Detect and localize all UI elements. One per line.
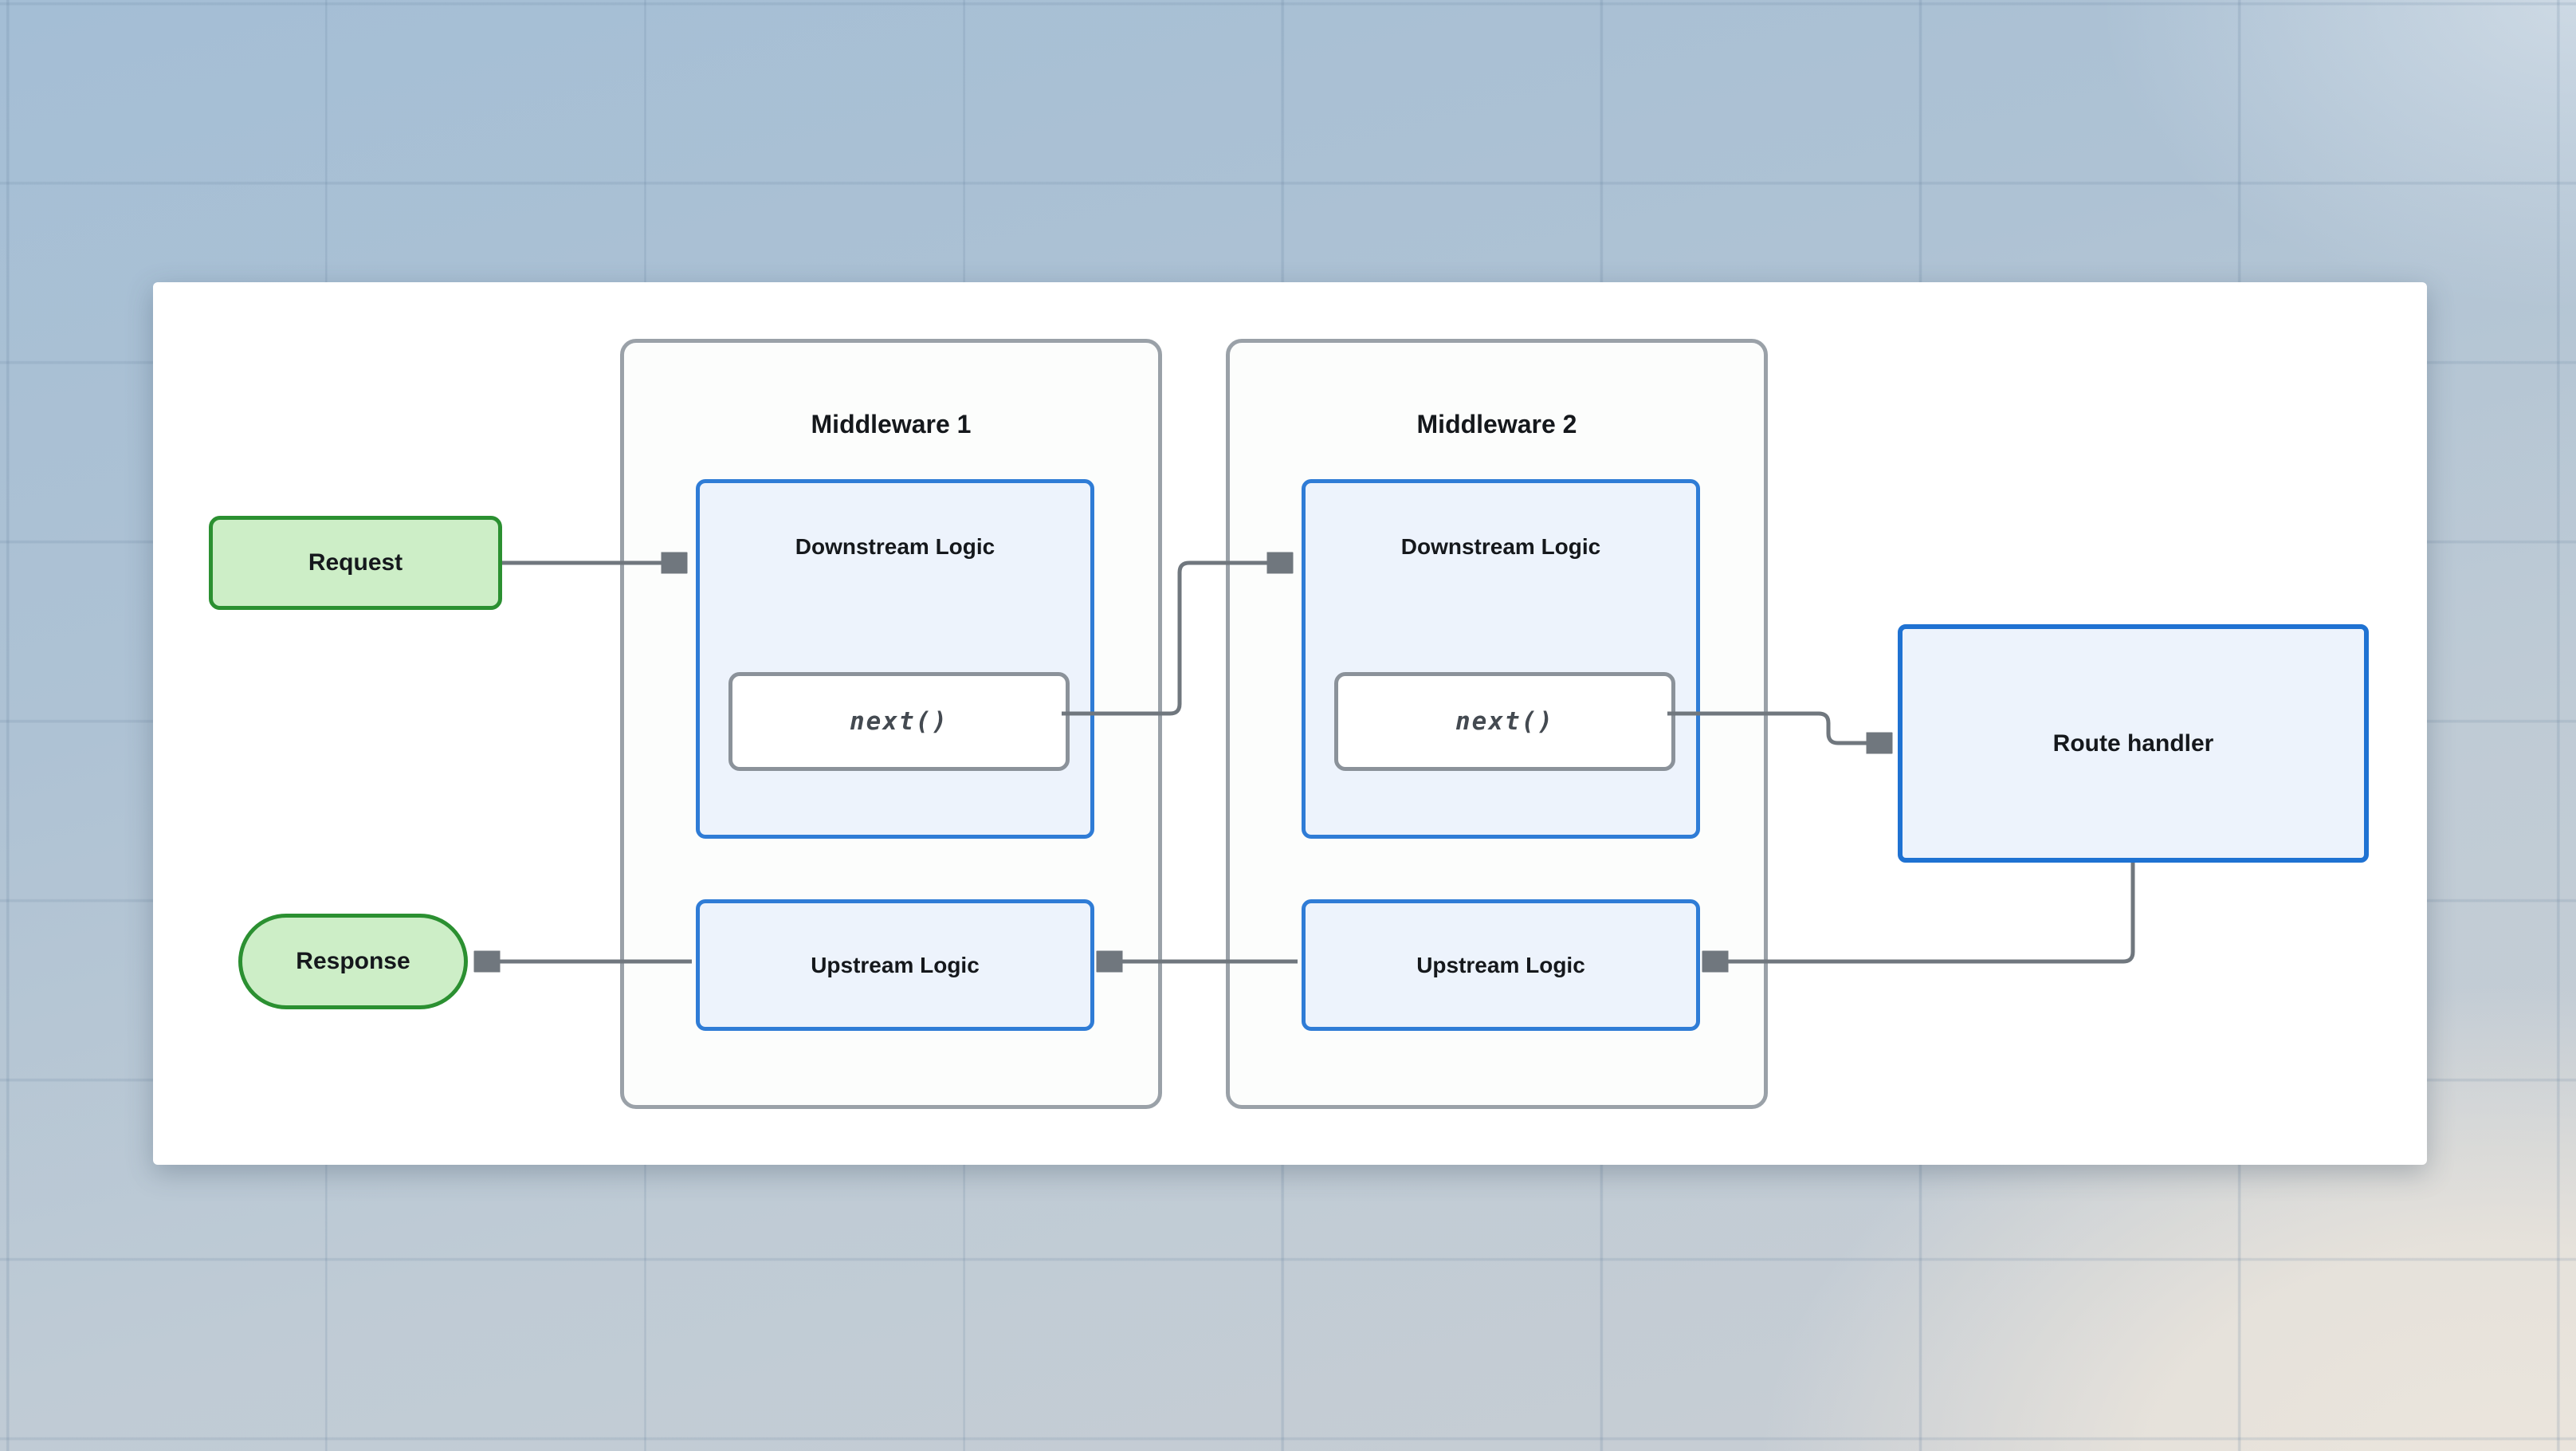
middleware-2-downstream-logic: Downstream Logic next(): [1302, 479, 1700, 839]
middleware-2-container: Middleware 2 Downstream Logic next() Ups…: [1226, 339, 1768, 1109]
response-node: Response: [238, 914, 468, 1009]
route-handler-node: Route handler: [1898, 624, 2369, 863]
edge-route-handler-to-middleware2-upstream: [1704, 863, 2135, 961]
middleware-1-upstream-label: Upstream Logic: [811, 952, 980, 977]
middleware-2-title: Middleware 2: [1416, 410, 1577, 438]
middleware-2-next-call: next(): [1334, 672, 1675, 771]
middleware-1-upstream-logic: Upstream Logic: [696, 899, 1094, 1031]
route-handler-label: Route handler: [2052, 729, 2214, 757]
diagram-canvas: Request Response Middleware 1 Downstream…: [153, 282, 2427, 1165]
middleware-2-upstream-logic: Upstream Logic: [1302, 899, 1700, 1031]
response-label: Response: [296, 948, 410, 974]
middleware-1-downstream-logic: Downstream Logic next(): [696, 479, 1094, 839]
request-label: Request: [308, 549, 403, 576]
middleware-2-downstream-label: Downstream Logic: [1400, 534, 1601, 559]
middleware-1-title: Middleware 1: [811, 410, 972, 438]
middleware-2-upstream-label: Upstream Logic: [1416, 952, 1585, 977]
middleware-1-downstream-label: Downstream Logic: [795, 534, 995, 559]
middleware-1-next-call: next(): [728, 672, 1070, 771]
middleware-1-container: Middleware 1 Downstream Logic next() Ups…: [620, 339, 1162, 1109]
request-node: Request: [209, 516, 502, 610]
